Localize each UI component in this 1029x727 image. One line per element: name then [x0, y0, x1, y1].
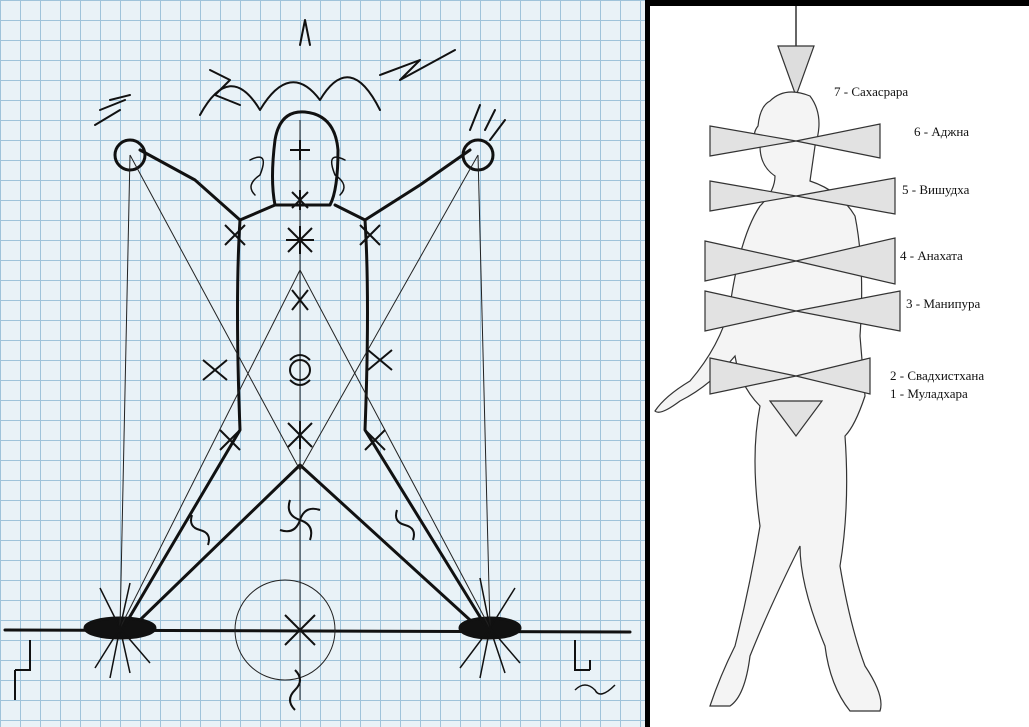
chakra-illustration-panel: 7 - Сахасрара 6 - Аджна 5 - Вишудха 4 - … [650, 6, 1029, 727]
spine-chakra-1 [290, 140, 310, 160]
hand-drawn-figure-panel [0, 0, 645, 727]
chakra-label-vishuddha: 5 - Вишудха [902, 182, 969, 198]
right-side-leg [365, 220, 485, 625]
head-outline [273, 112, 339, 205]
spine-chakra-3 [286, 226, 314, 254]
chakra-label-svadhisthana: 2 - Свадхистхана [890, 368, 984, 384]
chakra-label-ajna: 6 - Аджна [914, 124, 969, 140]
left-arm [140, 150, 275, 220]
chakra-label-anahata: 4 - Анахата [900, 248, 963, 264]
spine-chakra-6 [288, 421, 312, 449]
left-side-leg [125, 220, 240, 625]
right-arm [335, 150, 470, 220]
inner-legs [140, 465, 470, 620]
energy-figure-drawing [0, 0, 645, 727]
chakra-label-muladhara: 1 - Муладхара [890, 386, 968, 402]
walking-man-with-chakras-icon [650, 6, 1029, 727]
spine-chakra-2 [292, 190, 308, 210]
chakra-label-manipura: 3 - Манипура [906, 296, 980, 312]
chakra-label-sahasrara: 7 - Сахасрара [834, 84, 908, 100]
